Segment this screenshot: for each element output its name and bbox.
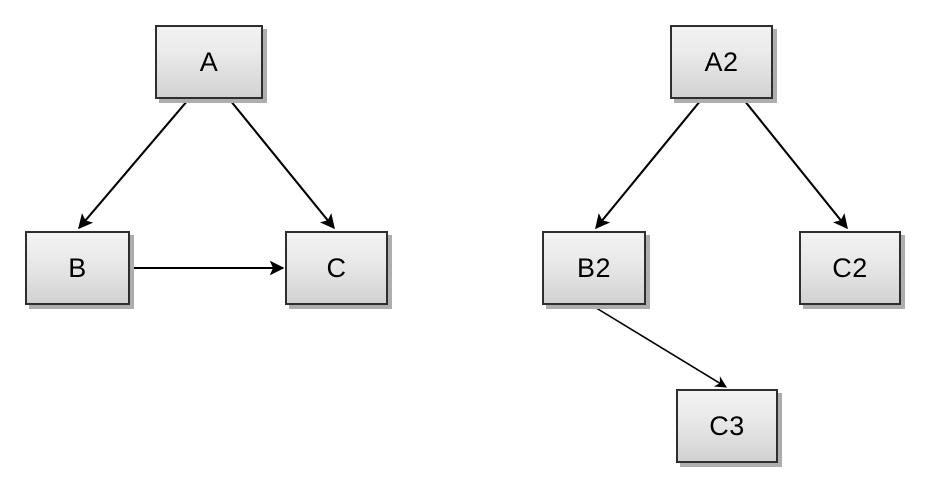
- node-label: C3: [709, 410, 745, 441]
- node-c3[interactable]: C3: [676, 389, 778, 463]
- edge-b2-to-c3: [592, 305, 728, 388]
- edge-a2-to-b2: [595, 99, 702, 230]
- node-b2[interactable]: B2: [542, 231, 646, 305]
- node-label: C: [326, 252, 347, 283]
- edge-a-to-b: [78, 99, 189, 230]
- node-b[interactable]: B: [25, 231, 130, 305]
- edge-a-to-c: [229, 99, 335, 230]
- node-a[interactable]: A: [155, 25, 263, 99]
- node-label: B2: [576, 252, 612, 283]
- node-c[interactable]: C: [285, 231, 388, 305]
- node-label: A2: [704, 46, 739, 77]
- node-label: C2: [832, 252, 868, 283]
- node-c2[interactable]: C2: [799, 231, 901, 305]
- edges-group: [78, 99, 848, 388]
- node-a2[interactable]: A2: [670, 25, 773, 99]
- node-label: B: [68, 252, 87, 283]
- node-label: A: [199, 46, 219, 77]
- edge-a2-to-c2: [743, 99, 848, 230]
